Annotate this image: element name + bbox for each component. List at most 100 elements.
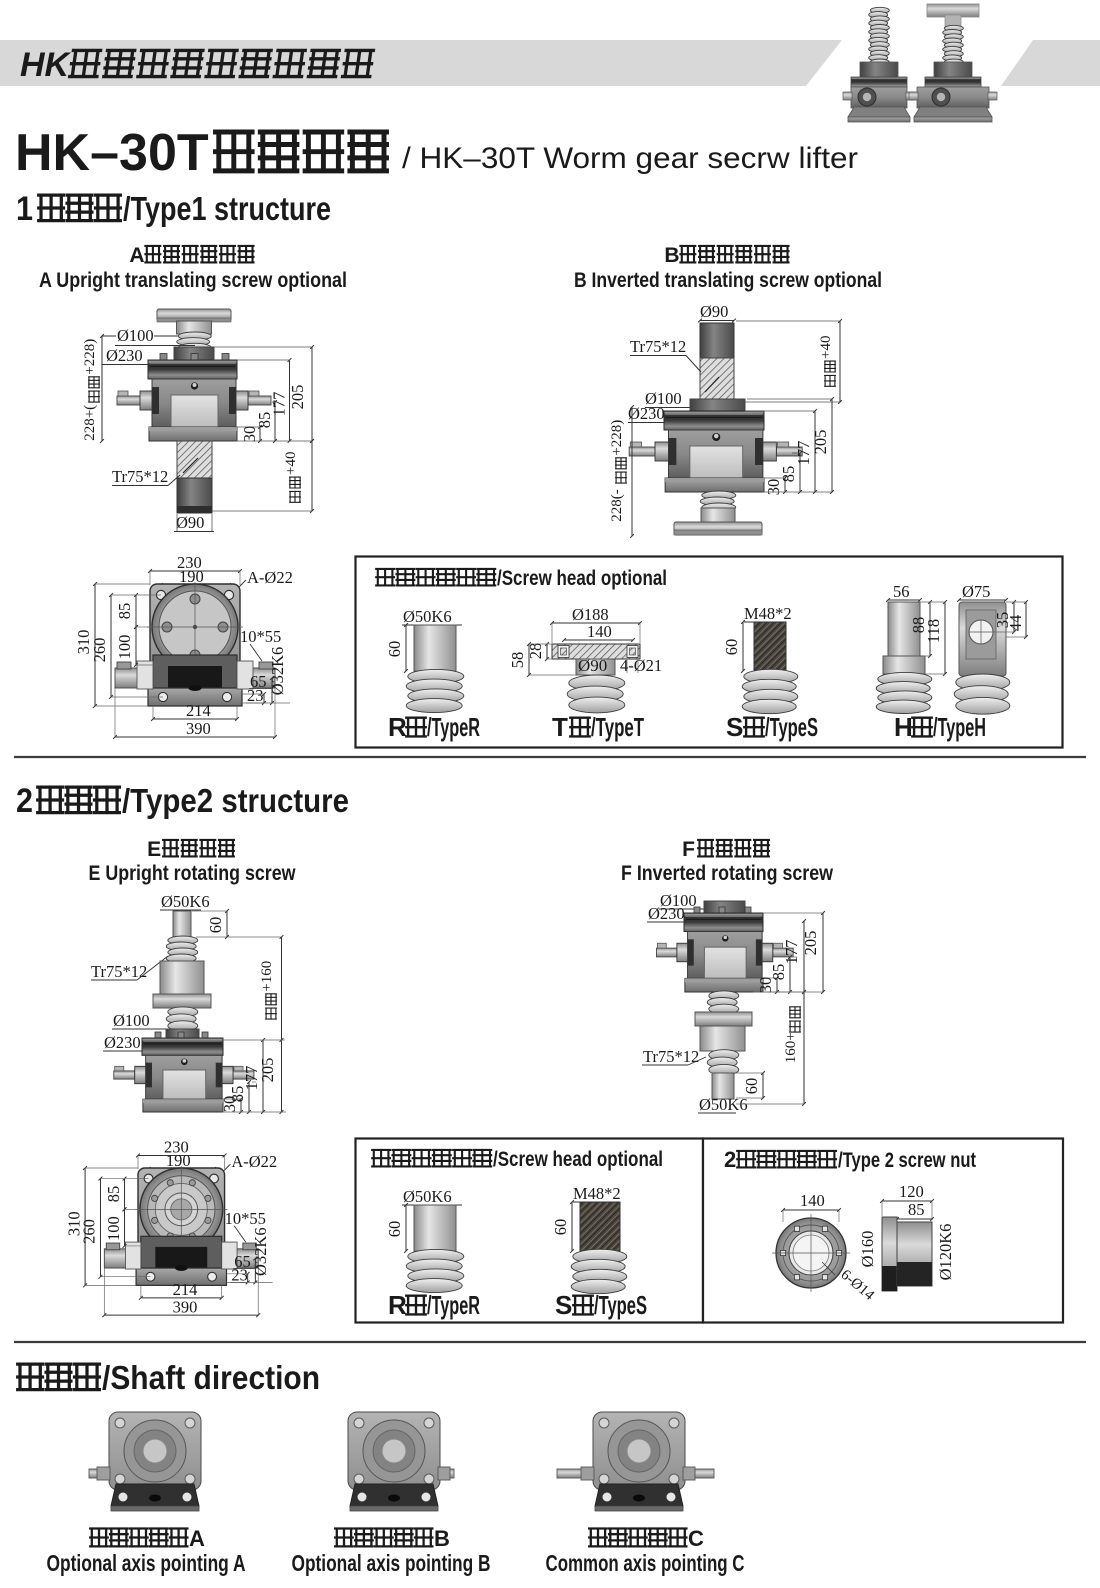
svg-text:B: B xyxy=(434,1526,450,1551)
svg-text:E Upright rotating screw: E Upright rotating screw xyxy=(89,862,297,885)
svg-text:214: 214 xyxy=(173,1280,198,1299)
svg-text:/ HK–30T Worm gear secrw lifte: / HK–30T Worm gear secrw lifter xyxy=(402,142,858,175)
svg-text:/TypeR: /TypeR xyxy=(427,1290,480,1320)
svg-text:H: H xyxy=(894,712,913,742)
svg-text:30: 30 xyxy=(756,977,775,994)
svg-text:/Screw head optional: /Screw head optional xyxy=(493,1148,663,1171)
svg-text:390: 390 xyxy=(186,719,211,738)
svg-text:88: 88 xyxy=(909,617,928,634)
svg-text:M48*2: M48*2 xyxy=(573,1184,621,1203)
svg-text:Ø230: Ø230 xyxy=(106,346,143,365)
svg-text:+40: +40 xyxy=(283,451,299,474)
svg-text:A Upright translating screw op: A Upright translating screw optional xyxy=(39,269,347,292)
svg-text:+40: +40 xyxy=(818,335,834,358)
svg-text:214: 214 xyxy=(186,701,211,720)
svg-text:/Type1 structure: /Type1 structure xyxy=(123,190,331,227)
svg-text:C: C xyxy=(688,1526,704,1551)
svg-text:190: 190 xyxy=(166,1151,191,1170)
svg-text:190: 190 xyxy=(179,567,204,586)
svg-text:23: 23 xyxy=(231,1266,248,1285)
svg-text:B Inverted translating screw o: B Inverted translating screw optional xyxy=(574,269,882,292)
svg-text:60: 60 xyxy=(385,641,404,658)
svg-text:85: 85 xyxy=(115,603,134,620)
svg-text:205: 205 xyxy=(288,385,307,410)
svg-text:Tr75*12: Tr75*12 xyxy=(643,1047,699,1066)
svg-text:B: B xyxy=(664,244,679,267)
svg-text:Tr75*12: Tr75*12 xyxy=(112,467,168,486)
svg-text:Ø230: Ø230 xyxy=(104,1033,141,1052)
svg-text:R: R xyxy=(388,1290,407,1320)
svg-text:85: 85 xyxy=(779,466,798,483)
svg-text:100: 100 xyxy=(115,635,134,660)
svg-text:310: 310 xyxy=(64,1211,83,1236)
svg-text:85: 85 xyxy=(908,1200,925,1219)
svg-text:Ø230: Ø230 xyxy=(628,404,665,423)
svg-text:230: 230 xyxy=(177,553,202,572)
svg-text:10*55: 10*55 xyxy=(225,1209,266,1228)
svg-text:56: 56 xyxy=(893,582,910,601)
svg-text:120: 120 xyxy=(899,1182,924,1201)
svg-text:Ø100: Ø100 xyxy=(113,1011,150,1030)
svg-text:30: 30 xyxy=(220,1096,239,1113)
svg-text:A: A xyxy=(129,244,144,267)
svg-text:260: 260 xyxy=(80,1219,99,1244)
svg-text:177: 177 xyxy=(270,392,289,417)
svg-text:/Type2 structure: /Type2 structure xyxy=(122,782,349,819)
svg-text:A: A xyxy=(189,1526,205,1551)
svg-text:A-Ø22: A-Ø22 xyxy=(231,1152,277,1171)
svg-text:228(-: 228(- xyxy=(609,489,625,522)
svg-text:60: 60 xyxy=(551,1219,570,1236)
svg-text:44: 44 xyxy=(1006,615,1025,632)
svg-text:28: 28 xyxy=(526,643,545,660)
svg-text:160+: 160+ xyxy=(783,1032,799,1063)
svg-text:T: T xyxy=(552,712,568,742)
svg-text:60: 60 xyxy=(742,1078,761,1095)
svg-text:390: 390 xyxy=(173,1297,198,1316)
svg-text:100: 100 xyxy=(104,1216,123,1241)
svg-text:Ø160: Ø160 xyxy=(858,1231,877,1268)
svg-text:HK: HK xyxy=(20,46,72,84)
svg-text:2: 2 xyxy=(16,782,33,820)
svg-text:F Inverted rotating screw: F Inverted rotating screw xyxy=(621,862,834,885)
svg-text:85: 85 xyxy=(228,1086,247,1103)
svg-text:M48*2: M48*2 xyxy=(744,604,792,623)
svg-text:228+(: 228+( xyxy=(82,405,98,441)
svg-text:230: 230 xyxy=(164,1138,189,1157)
svg-text:+228): +228) xyxy=(82,339,98,375)
svg-text:Ø32K6: Ø32K6 xyxy=(268,647,287,696)
svg-text:/TypeT: /TypeT xyxy=(591,712,644,742)
svg-text:23: 23 xyxy=(247,686,264,705)
svg-text:205: 205 xyxy=(801,931,820,956)
svg-text:Ø50K6: Ø50K6 xyxy=(403,607,452,626)
svg-text:E: E xyxy=(147,838,161,861)
svg-text:Ø50K6: Ø50K6 xyxy=(699,1095,748,1114)
svg-text:Ø75: Ø75 xyxy=(962,582,990,601)
svg-text:177: 177 xyxy=(242,1066,261,1091)
svg-text:Ø100: Ø100 xyxy=(660,891,697,910)
svg-text:140: 140 xyxy=(800,1191,825,1210)
svg-text:F: F xyxy=(682,838,695,861)
svg-text:/TypeR: /TypeR xyxy=(427,712,480,742)
svg-text:205: 205 xyxy=(811,430,830,455)
svg-text:85: 85 xyxy=(255,412,274,429)
svg-text:Optional axis pointing A: Optional axis pointing A xyxy=(47,1550,246,1576)
svg-text:30: 30 xyxy=(240,426,259,443)
svg-text:60: 60 xyxy=(722,639,741,656)
svg-text:Ø90: Ø90 xyxy=(578,656,607,675)
svg-text:10*55: 10*55 xyxy=(240,627,281,646)
svg-text:HK–30T: HK–30T xyxy=(15,124,209,182)
svg-text:65: 65 xyxy=(234,1252,251,1271)
svg-text:4-Ø21: 4-Ø21 xyxy=(620,656,662,675)
svg-text:R: R xyxy=(388,712,407,742)
svg-text:Optional axis pointing B: Optional axis pointing B xyxy=(292,1550,491,1576)
svg-text:Ø230: Ø230 xyxy=(648,904,685,923)
svg-text:S: S xyxy=(555,1290,572,1320)
svg-text:/Type 2 screw nut: /Type 2 screw nut xyxy=(838,1149,976,1172)
svg-text:/TypeS: /TypeS xyxy=(594,1290,647,1320)
svg-text:58: 58 xyxy=(508,652,527,669)
svg-text:Tr75*12: Tr75*12 xyxy=(630,337,686,356)
svg-text:Common axis pointing C: Common axis pointing C xyxy=(546,1550,745,1576)
svg-text:310: 310 xyxy=(74,630,93,655)
svg-text:/Screw head optional: /Screw head optional xyxy=(497,567,667,590)
svg-text:/Shaft direction: /Shaft direction xyxy=(102,1359,320,1396)
